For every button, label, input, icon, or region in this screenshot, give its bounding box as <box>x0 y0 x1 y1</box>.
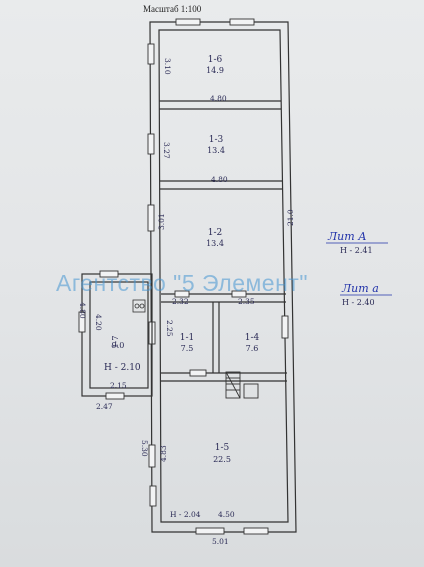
room-area-1-6: 14.9 <box>206 66 224 75</box>
room-id-1-2: 1-2 <box>208 228 223 238</box>
room-id-1-7: 1-7 <box>111 336 120 349</box>
room-area-1-2: 13.4 <box>206 239 224 248</box>
room-id-1-4: 1-4 <box>245 333 260 343</box>
liter-annotations: Лит А Н - 2.41 Лит а Н - 2.40 <box>326 230 392 307</box>
liter-main-height: Н - 2.41 <box>340 246 373 255</box>
dim-annex-outer-bottom: 2.47 <box>96 402 113 411</box>
dim-top-room-height: 3.10 <box>163 58 172 75</box>
room-area-1-5: 22.5 <box>213 455 231 464</box>
liter-annex-height: Н - 2.40 <box>342 298 375 307</box>
room-area-1-7: 9.0 <box>112 341 125 350</box>
liter-main-name: Лит А <box>327 230 367 243</box>
room-id-1-5: 1-5 <box>215 443 230 453</box>
room-id-1-3: 1-3 <box>209 135 224 145</box>
room-area-1-3: 13.4 <box>207 146 225 155</box>
room-id-1-1: 1-1 <box>180 333 195 343</box>
watermark: Агентство "5 Элемент" <box>56 270 308 296</box>
liter-annex-name: Лит а <box>341 282 379 295</box>
dim-annex-bottom: 2.15 <box>110 381 127 390</box>
scale-label: Масштаб 1:100 <box>143 4 202 14</box>
dim-bottom-outer-width: 5.01 <box>212 537 229 546</box>
dim-room3-height: 3.27 <box>162 142 171 159</box>
dim-annex-outer: 4.80 <box>78 302 87 319</box>
dim-2-35: 2.35 <box>238 297 255 306</box>
room-area-1-4: 7.6 <box>246 344 259 353</box>
dim-bottom-inner-width: 4.50 <box>218 510 235 519</box>
dim-2-25: 2.25 <box>165 320 174 337</box>
stairs <box>225 371 259 399</box>
dim-2-32: 2.32 <box>172 297 189 306</box>
dim-width-1: 4.80 <box>210 94 227 103</box>
dim-room5-inner: 4.83 <box>159 445 168 462</box>
annex-openings <box>78 270 125 400</box>
annex-height: Н - 2.10 <box>104 363 141 373</box>
annex-stove <box>132 299 146 313</box>
room-id-1-6: 1-6 <box>208 55 223 65</box>
dim-width-2: 4.80 <box>211 175 228 184</box>
bottom-height: Н - 2.04 <box>170 510 201 519</box>
dim-room2-height: 3.01 <box>157 213 166 230</box>
dim-annex-inner: 4.20 <box>94 314 103 331</box>
dim-total-length: 21.0 <box>286 209 295 226</box>
dim-room5-outer: 5.30 <box>140 440 149 457</box>
room-area-1-1: 7.5 <box>181 344 194 353</box>
